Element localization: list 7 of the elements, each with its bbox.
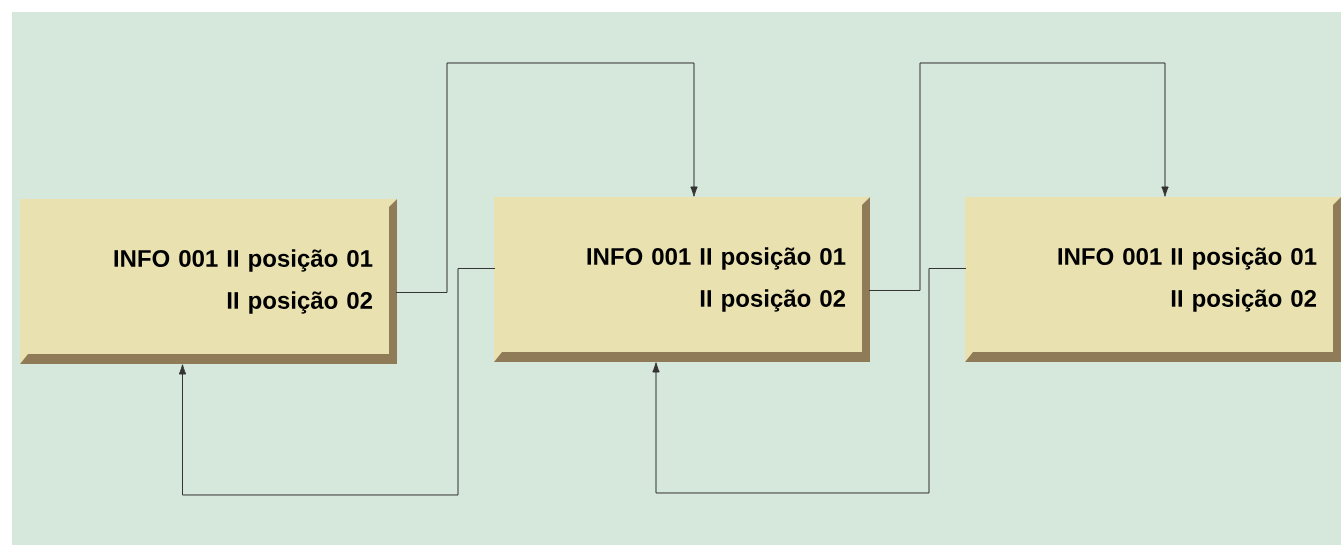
process-box: INFO 001 II posição 01 II posição 02 xyxy=(965,197,1341,362)
arrow xyxy=(868,62,1169,291)
arrow xyxy=(178,268,496,496)
arrow xyxy=(652,268,967,494)
process-box: INFO 001 II posição 01 II posição 02 xyxy=(494,197,870,362)
process-box: INFO 001 II posição 01 II posição 02 xyxy=(20,199,397,364)
arrow xyxy=(395,62,698,293)
